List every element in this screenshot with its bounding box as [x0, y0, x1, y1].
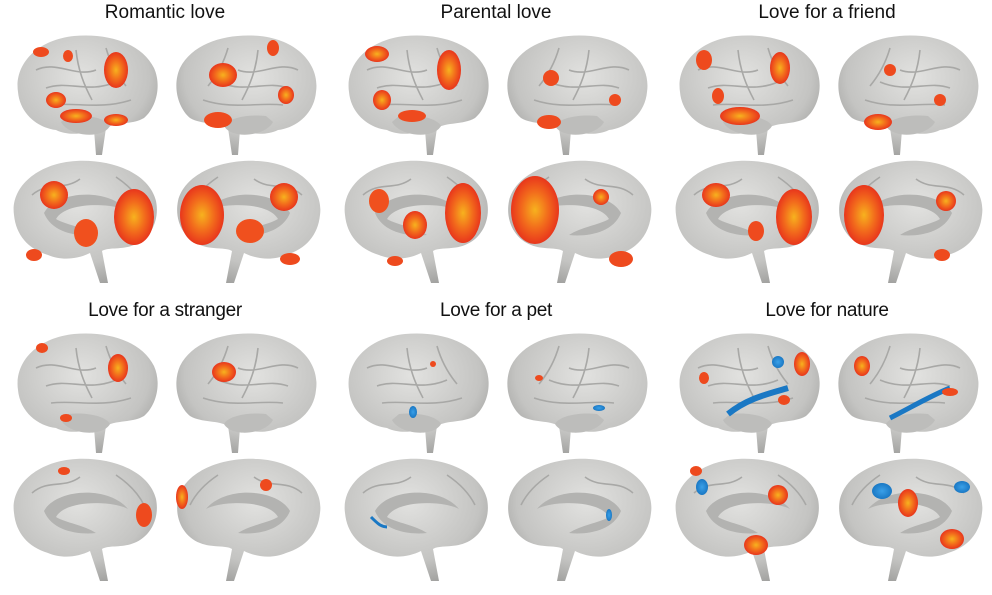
brain-left-medial [335, 453, 495, 583]
brain-left-medial [4, 155, 164, 285]
brain-left-lateral [6, 328, 166, 458]
brain-right-lateral [499, 30, 659, 160]
panel-title: Romantic love [104, 2, 226, 23]
panel-parental-love: Parental love [331, 0, 661, 290]
brain-left-lateral [337, 30, 497, 160]
brain-right-lateral [499, 328, 659, 458]
brain-left-medial [335, 155, 495, 285]
brain-right-medial [832, 453, 992, 583]
brain-right-medial [170, 155, 330, 285]
panel-title: Love for nature [765, 300, 889, 321]
panel-title: Love for a pet [440, 300, 552, 321]
brain-left-lateral [337, 328, 497, 458]
brain-left-lateral [668, 328, 828, 458]
brain-right-lateral [168, 30, 328, 160]
panel-romantic-love: Romantic love [0, 0, 330, 290]
brain-right-lateral [830, 328, 990, 458]
panel-love-for-a-pet: Love for a pet [331, 298, 661, 588]
panel-love-for-a-stranger: Love for a stranger [0, 298, 330, 588]
brain-left-medial [666, 155, 826, 285]
brain-left-lateral [6, 30, 166, 160]
brain-right-medial [501, 155, 661, 285]
brain-right-medial [832, 155, 992, 285]
brain-right-medial [501, 453, 661, 583]
panel-love-for-nature: Love for nature [662, 298, 992, 588]
brain-left-medial [4, 453, 164, 583]
brain-left-lateral [668, 30, 828, 160]
panel-title: Parental love [440, 2, 552, 23]
brain-right-lateral [830, 30, 990, 160]
brain-right-lateral [168, 328, 328, 458]
panel-love-for-a-friend: Love for a friend [662, 0, 992, 290]
panel-title: Love for a friend [758, 2, 896, 23]
panel-title: Love for a stranger [88, 300, 242, 321]
brain-left-medial [666, 453, 826, 583]
brain-right-medial [170, 453, 330, 583]
